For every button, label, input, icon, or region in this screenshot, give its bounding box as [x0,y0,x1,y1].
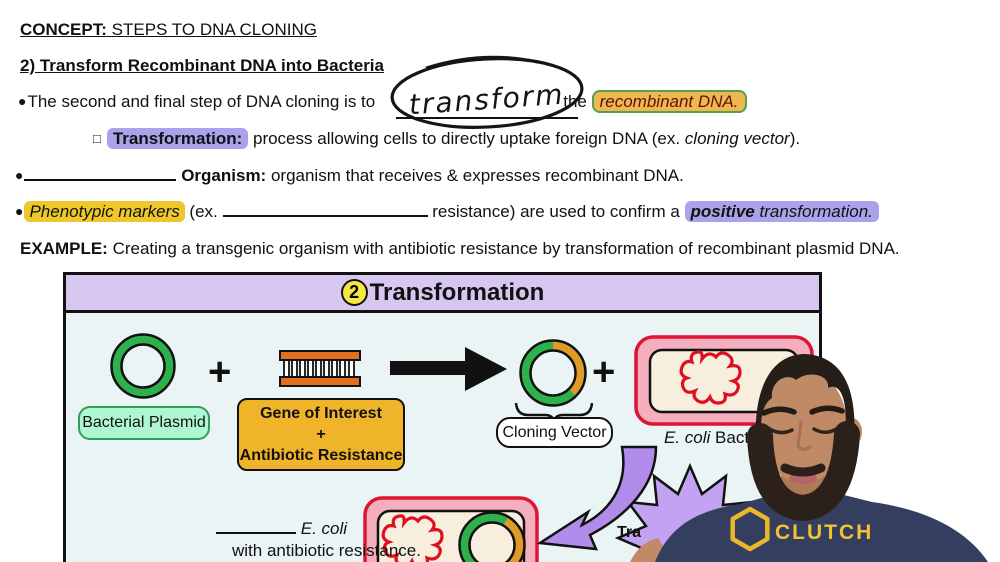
def-close: ). [789,129,801,148]
phenotypic-mid2: resistance) are used to confirm a [427,202,685,221]
result-ecoli-italic: E. coli [300,519,348,538]
bacterial-plasmid-label: Bacterial Plasmid [78,406,210,440]
hexagon-logo-icon [730,506,770,552]
phenotypic-mid1: (ex. [184,202,223,221]
handwritten-transform: transform [408,78,566,122]
bullet-dot-icon: ● [18,93,27,109]
shirt-logo-text: CLUTCH [775,521,873,544]
example-line: EXAMPLE: Creating a transgenic organism … [20,239,900,259]
highlight-phenotypic-markers: Phenotypic markers [24,201,185,222]
concept-heading: CONCEPT: STEPS TO DNA CLONING [20,20,317,40]
bullet-organism: ● Organism: organism that receives & exp… [15,166,684,186]
presenter-eyebrow [761,406,797,416]
presenter: CLUTCH [630,354,988,562]
bacterial-dna-squiggle [381,514,444,562]
highlight-positive-transformation: positive transformation. [684,201,879,222]
dna-fragment-icon [279,350,361,387]
highlight-recombinant-dna: recombinant DNA. [591,90,747,113]
concept-title: STEPS TO DNA CLONING [111,20,317,39]
plus-sign: + [592,350,616,394]
bacterial-plasmid-icon [110,333,176,399]
blank-result [216,520,296,534]
plus-sign: + [208,350,232,394]
presenter-beard [747,421,860,522]
presenter-face [759,369,847,483]
handwritten-annotation: transform [390,55,584,129]
presenter-hair [755,354,855,455]
ecoli-italic: E. coli [664,428,711,447]
curved-arrow-icon [536,445,658,551]
arrow-right-icon [390,347,507,391]
bullet-transform: ●The second and final step of DNA clonin… [18,90,747,113]
cloning-vector-italic: cloning vector [684,129,790,148]
gene-label-line1: Gene of Interest [260,405,382,422]
bacterial-dna-squiggle [679,350,742,405]
plasmid-in-cell-icon [458,511,526,562]
step-heading: 2) Transform Recombinant DNA into Bacter… [20,56,384,75]
transformed-ecoli-cell-icon [363,496,539,562]
cloning-vector-label: Cloning Vector [496,417,613,448]
diagram-banner: 2 Transformation [66,275,819,313]
blank-organism [24,167,177,181]
bullet-transformation-def: □ Transformation: process allowing cells … [93,128,801,149]
gene-of-interest-label: Gene of Interest + Antibiotic Resistance [237,398,405,471]
gene-label-line2: + [316,426,326,443]
hand-drawn-oval [390,57,584,129]
transformation-italic: transformation. [754,202,873,221]
presenter-eyebrow [809,405,845,415]
bullet-phenotypic: ●Phenotypic markers (ex. resistance) are… [15,201,879,222]
concept-label: CONCEPT: [20,20,107,39]
bullet-dot-icon: ● [15,167,24,183]
result-line2: with antibiotic resistance. [232,541,421,560]
diagram-title: Transformation [369,278,545,306]
presenter-mustache [780,463,826,477]
starburst-label: Tra [617,524,642,541]
positive-bold: positive [690,202,755,221]
bullet1-text: The second and final step of DNA cloning… [27,92,376,111]
example-text: Creating a transgenic organism with anti… [107,239,900,258]
organism-text: organism that receives & expresses recom… [266,166,684,185]
gene-label-line3: Antibiotic Resistance [239,447,403,464]
square-bullet-icon: □ [93,131,101,146]
organism-term: Organism: [181,166,267,185]
presenter-nose [796,420,812,451]
def-text: process allowing cells to directly uptak… [248,129,685,148]
result-label: E. coli with antibiotic resistance. [216,518,421,562]
highlight-transformation: Transformation: [106,128,249,149]
step-number-badge: 2 [340,279,368,306]
oval-overlap-stroke [425,55,539,70]
bullet-dot-icon: ● [15,203,24,219]
cloning-vector-icon [519,339,587,407]
example-label: EXAMPLE: [20,239,108,258]
blank-resistance [222,203,428,217]
